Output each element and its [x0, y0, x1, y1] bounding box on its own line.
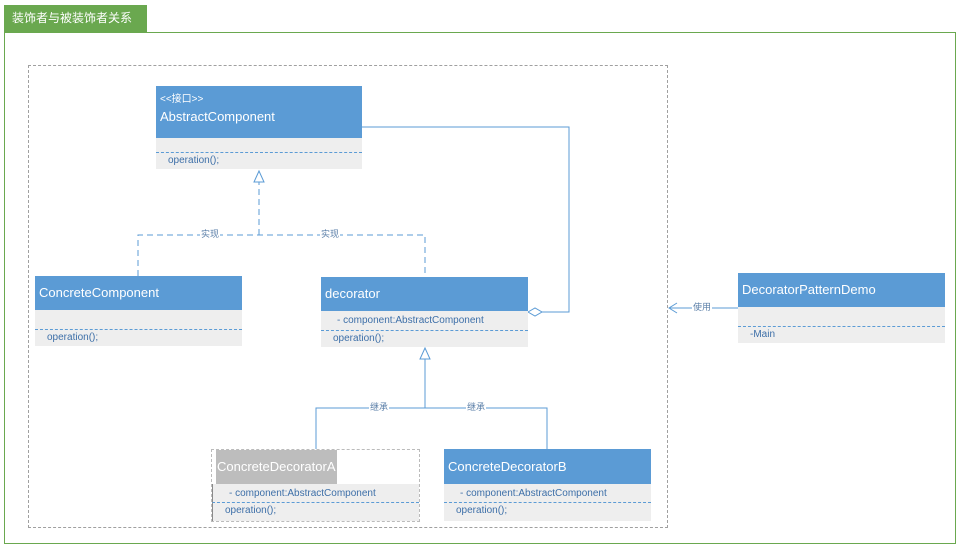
edge-label-realize-left: 实现 [200, 230, 221, 240]
attributes-section [35, 310, 242, 330]
class-name: ConcreteDecoratorA [216, 450, 337, 484]
operations-section: -Main [738, 327, 945, 343]
class-name: decorator [325, 286, 380, 301]
class-name: ConcreteComponent [39, 285, 159, 300]
class-name: AbstractComponent [160, 109, 275, 124]
edge-label-inherit-left: 继承 [369, 403, 390, 413]
operations-section: operation(); [35, 330, 242, 346]
operations-section: operation(); [212, 503, 419, 521]
class-decorator-pattern-demo[interactable]: DecoratorPatternDemo -Main [738, 273, 945, 343]
attributes-section [156, 138, 362, 153]
generalization-arrowhead [419, 346, 431, 360]
class-abstract-component[interactable]: <<接口>> AbstractComponent operation(); [156, 86, 362, 169]
realization-arrowhead [253, 169, 265, 183]
attributes-section [738, 307, 945, 327]
package-boundary [28, 65, 668, 528]
attributes-section: - component:AbstractComponent [444, 484, 651, 503]
attributes-section: - component:AbstractComponent [321, 311, 528, 331]
edge-label-uses: 使用 [692, 303, 713, 313]
class-name: ConcreteDecoratorB [448, 459, 567, 474]
edge-label-realize-right: 实现 [320, 230, 341, 240]
class-decorator[interactable]: decorator - component:AbstractComponent … [321, 277, 528, 347]
attributes-section: - component:AbstractComponent [212, 484, 419, 503]
aggregation-diamond [526, 307, 544, 317]
operations-section: operation(); [444, 503, 651, 521]
class-concrete-decorator-b[interactable]: ConcreteDecoratorB - component:AbstractC… [444, 449, 651, 521]
stereotype-label: <<接口>> [160, 94, 204, 105]
aggregation-connector[interactable] [362, 126, 570, 313]
diagram-tab-title: 装饰者与被装饰者关系 [12, 11, 133, 25]
diagram-tab[interactable]: 装饰者与被装饰者关系 [4, 5, 147, 32]
realization-connector[interactable] [137, 182, 426, 277]
diagram-frame [4, 32, 956, 544]
class-concrete-component[interactable]: ConcreteComponent operation(); [35, 276, 242, 346]
class-name: DecoratorPatternDemo [742, 282, 876, 297]
edge-label-inherit-right: 继承 [466, 403, 487, 413]
class-concrete-decorator-a[interactable]: ConcreteDecoratorA - component:AbstractC… [211, 449, 420, 522]
generalization-connector[interactable] [315, 359, 548, 449]
operations-section: operation(); [321, 331, 528, 347]
operations-section: operation(); [156, 153, 362, 169]
